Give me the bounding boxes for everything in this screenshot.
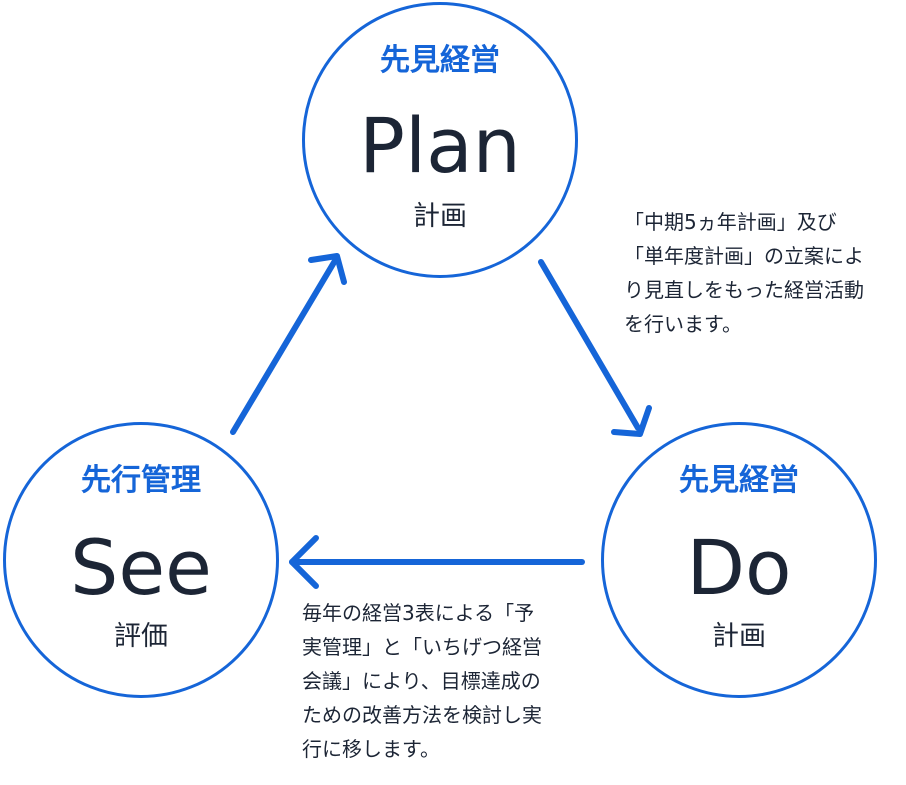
do-to-see-line: ための改善方法を検討し実 [302, 703, 542, 727]
see-en-title: See [70, 523, 212, 612]
plan-to-do-line: 「中期5ヵ年計画」及び [624, 210, 837, 234]
plan-circle [302, 2, 578, 278]
do-jp-title: 先見経営 [679, 463, 799, 498]
plan-to-do-line: り見直しをもった経営活動 [624, 278, 864, 302]
do-to-see-line: 会議」により、目標達成の [302, 669, 541, 693]
do-to-see-description: 毎年の経営3表による「予 実管理」と「いちげつ経営 会議」により、目標達成の た… [302, 596, 542, 766]
do-to-see-line: 実管理」と「いちげつ経営 [302, 635, 542, 659]
see-jp-sub: 評価 [114, 621, 168, 652]
see-jp-title: 先行管理 [81, 463, 201, 498]
do-jp-sub: 計画 [712, 621, 766, 652]
see-circle [3, 422, 279, 698]
plan-to-do-description: 「中期5ヵ年計画」及び 「単年度計画」の立案によ り見直しをもった経営活動 を行… [624, 205, 864, 341]
plan-jp-title: 先見経営 [380, 43, 500, 78]
plan-to-do-line: 「単年度計画」の立案によ [624, 244, 864, 268]
do-to-see-line: 行に移します。 [302, 737, 440, 761]
plan-to-do-line: を行います。 [624, 312, 742, 336]
arrow-see-to-plan [230, 253, 347, 435]
do-to-see-line: 毎年の経営3表による「予 [302, 601, 535, 625]
plan-jp-sub: 計画 [413, 201, 467, 232]
arrow-do-to-see [289, 535, 585, 589]
do-circle [601, 422, 877, 698]
plan-en-title: Plan [359, 101, 521, 190]
do-en-title: Do [686, 523, 792, 612]
